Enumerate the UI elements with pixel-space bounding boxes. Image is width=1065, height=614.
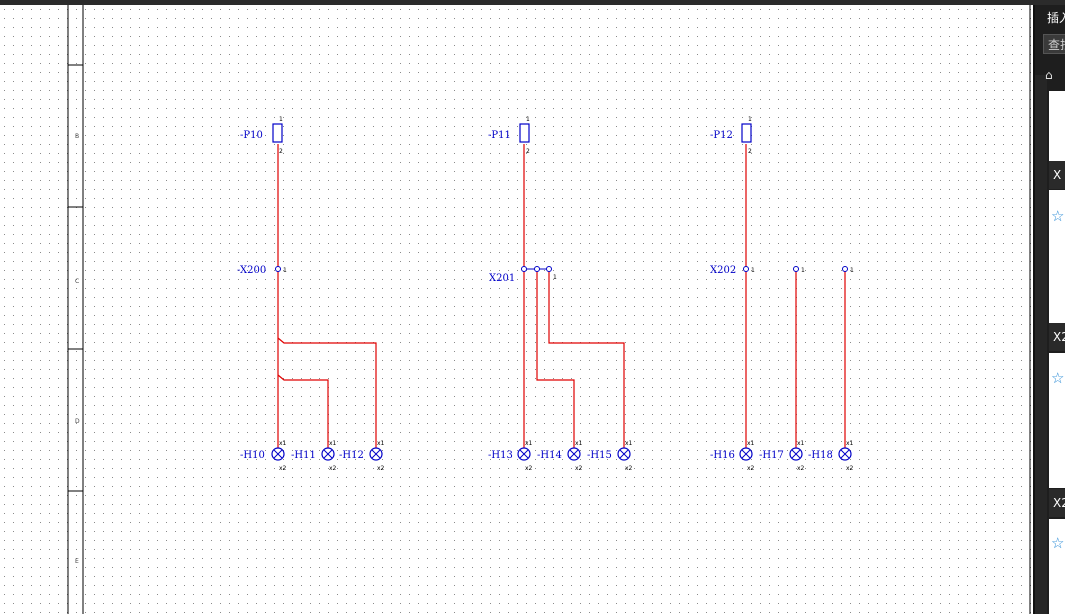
terminal-pin: 1 <box>553 274 557 281</box>
terminal-symbol[interactable] <box>546 266 552 272</box>
schematic-drawing[interactable]: B C D E -P10 1 2 -X200 1 -H10 x <box>0 5 1033 614</box>
fuse-symbol[interactable] <box>519 123 530 143</box>
terminal-symbol[interactable] <box>793 266 799 272</box>
lamp-symbol[interactable] <box>517 447 531 461</box>
fuse-pin-top: 1 <box>526 116 530 123</box>
group-body[interactable] <box>1049 353 1065 488</box>
terminal-symbol[interactable] <box>521 266 527 272</box>
circuit-3-wires <box>745 144 846 448</box>
lamp-pin-bottom: x2 <box>625 465 633 472</box>
panel-title: 插入 <box>1047 11 1065 25</box>
lamp-pin-bottom: x2 <box>525 465 533 472</box>
insert-panel: 插入 查找 ⌂ X ☆ X2 ☆ X2 ☆ <box>1033 5 1065 614</box>
fuse-pin-top: 1 <box>279 116 283 123</box>
lamp-pin-bottom: x2 <box>575 465 583 472</box>
terminal-pin: 1 <box>283 267 287 274</box>
fuse-symbol[interactable] <box>741 123 752 143</box>
lamp-symbol[interactable] <box>321 447 335 461</box>
fuse-symbol[interactable] <box>272 123 283 143</box>
fuse-pin-top: 1 <box>748 116 752 123</box>
lamp-pin-top: x1 <box>377 440 385 447</box>
lamp-label[interactable]: -H13 <box>488 450 513 461</box>
preview-box[interactable] <box>1049 91 1065 171</box>
lamp-pin-top: x1 <box>525 440 533 447</box>
lamp-symbol[interactable] <box>271 447 285 461</box>
group-header[interactable]: X <box>1049 161 1065 189</box>
zone-label: B <box>75 133 79 140</box>
lamp-pin-top: x1 <box>797 440 805 447</box>
lamp-symbol[interactable] <box>789 447 803 461</box>
terminal-pin: 1 <box>751 267 755 274</box>
fuse-label[interactable]: -P10 <box>240 130 263 141</box>
panel-scrollbar[interactable] <box>1035 75 1047 614</box>
lamp-symbol[interactable] <box>838 447 852 461</box>
window-top-border <box>0 0 1065 5</box>
lamp-label[interactable]: -H16 <box>710 450 735 461</box>
terminal-symbol[interactable] <box>534 266 540 272</box>
schematic-canvas[interactable]: B C D E -P10 1 2 -X200 1 -H10 x <box>0 5 1033 614</box>
circuit-2[interactable]: -P11 1 2 X201 1 -H13 x1 x2 -H14 x1 x2 <box>488 116 633 472</box>
terminal-label[interactable]: -X200 <box>237 265 266 276</box>
fuse-label[interactable]: -P11 <box>488 130 511 141</box>
lamp-label[interactable]: -H12 <box>339 450 364 461</box>
lamp-label[interactable]: -H10 <box>240 450 265 461</box>
fuse-label[interactable]: -P12 <box>710 130 733 141</box>
circuit-1-wires <box>277 144 377 448</box>
terminal-symbol[interactable] <box>275 266 281 272</box>
lamp-pin-bottom: x2 <box>747 465 755 472</box>
grid-background <box>0 5 1033 614</box>
circuit-3[interactable]: -P12 1 2 X202 1 1 1 -H16 x1 x2 -H17 x1 x <box>710 116 854 472</box>
fuse-pin-bottom: 2 <box>279 148 283 155</box>
lamp-label[interactable]: -H17 <box>759 450 784 461</box>
group-header[interactable]: X2 <box>1049 489 1065 517</box>
lamp-pin-top: x1 <box>329 440 337 447</box>
zone-label: D <box>75 418 80 425</box>
lamp-pin-top: x1 <box>747 440 755 447</box>
lamp-pin-bottom: x2 <box>846 465 854 472</box>
terminal-pin: 1 <box>850 267 854 274</box>
lamp-symbol[interactable] <box>617 447 631 461</box>
lamp-pin-top: x1 <box>279 440 287 447</box>
terminal-symbol[interactable] <box>743 266 749 272</box>
lamp-symbol[interactable] <box>369 447 383 461</box>
zone-label: C <box>75 278 79 285</box>
terminal-pin: 1 <box>801 267 805 274</box>
fuse-pin-bottom: 2 <box>748 148 752 155</box>
search-input[interactable]: 查找 <box>1043 34 1065 54</box>
star-icon[interactable]: ☆ <box>1051 370 1065 386</box>
lamp-pin-top: x1 <box>846 440 854 447</box>
lamp-label[interactable]: -H14 <box>537 450 562 461</box>
zone-label: E <box>75 558 79 565</box>
lamp-pin-bottom: x2 <box>797 465 805 472</box>
lamp-symbol[interactable] <box>739 447 753 461</box>
terminal-label[interactable]: X201 <box>489 273 515 284</box>
lamp-pin-top: x1 <box>625 440 633 447</box>
lamp-pin-bottom: x2 <box>377 465 385 472</box>
star-icon[interactable]: ☆ <box>1051 535 1065 551</box>
lamp-label[interactable]: -H11 <box>291 450 316 461</box>
star-icon[interactable]: ☆ <box>1051 208 1065 224</box>
group-header[interactable]: X2 <box>1049 323 1065 351</box>
terminal-symbol[interactable] <box>842 266 848 272</box>
lamp-pin-bottom: x2 <box>329 465 337 472</box>
terminal-label[interactable]: X202 <box>710 265 736 276</box>
lamp-pin-top: x1 <box>575 440 583 447</box>
lamp-pin-bottom: x2 <box>279 465 287 472</box>
fuse-pin-bottom: 2 <box>526 148 530 155</box>
home-icon[interactable]: ⌂ <box>1045 68 1053 82</box>
circuit-1[interactable]: -P10 1 2 -X200 1 -H10 x1 x2 -H11 x1 x2 <box>237 116 385 472</box>
circuit-2-wires <box>523 144 625 448</box>
lamp-symbol[interactable] <box>567 447 581 461</box>
lamp-label[interactable]: -H15 <box>587 450 612 461</box>
left-border-ruler: B C D E <box>67 5 84 614</box>
lamp-label[interactable]: -H18 <box>808 450 833 461</box>
